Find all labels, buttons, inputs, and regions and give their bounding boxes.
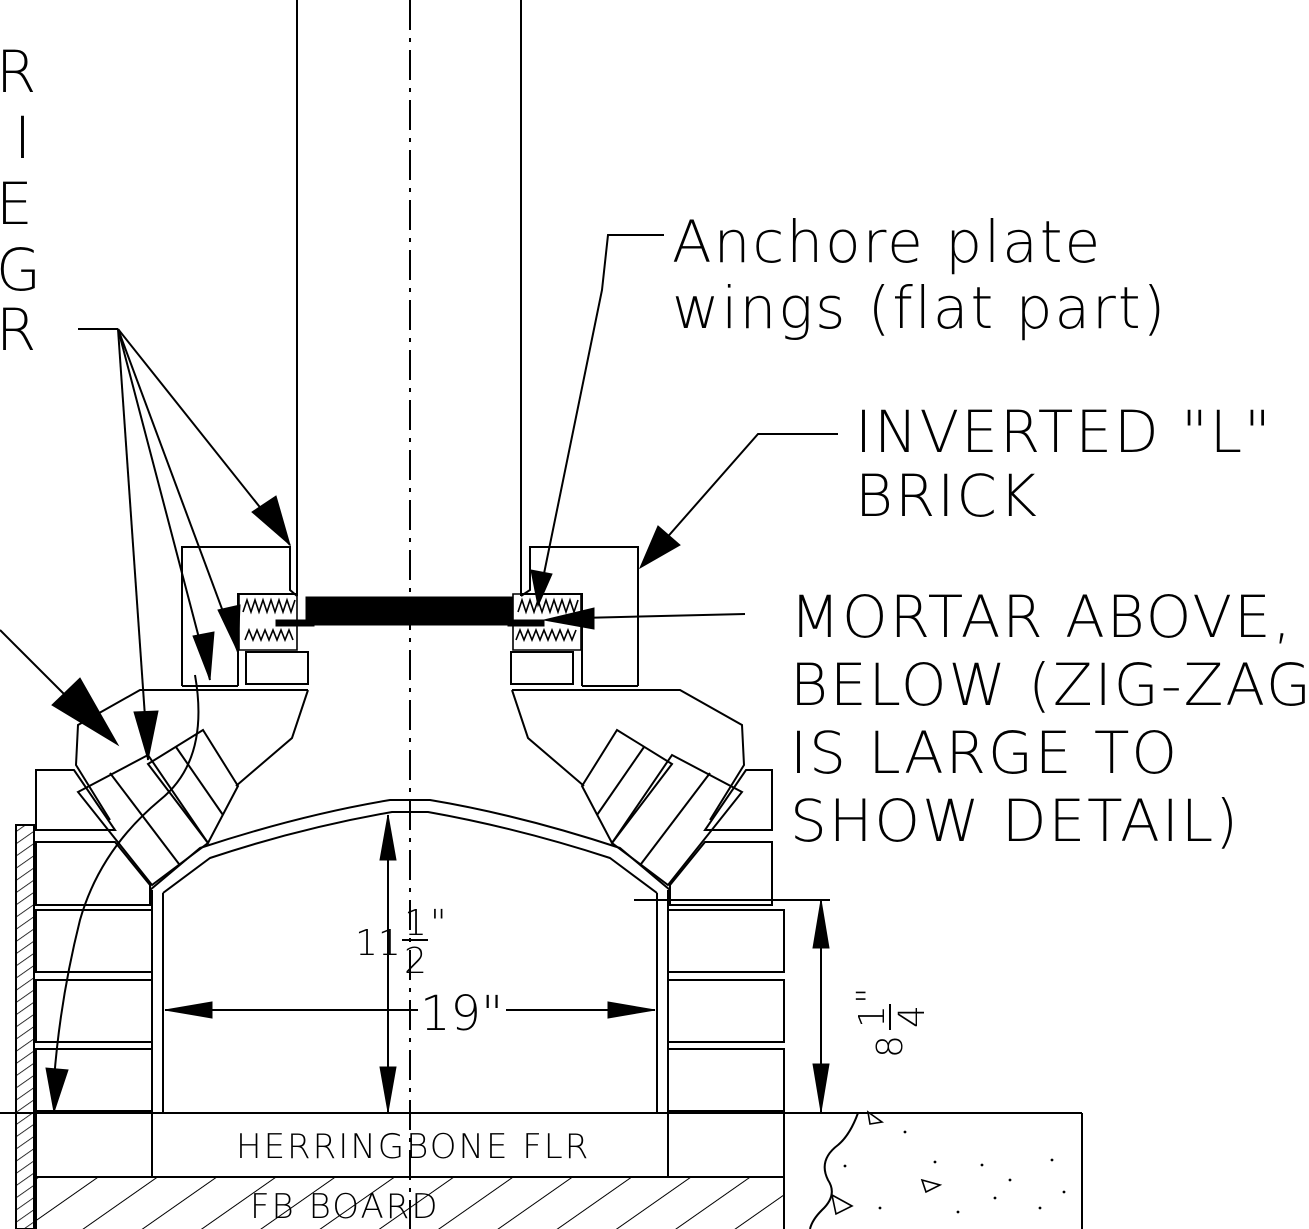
inverted-l-leader xyxy=(640,434,838,568)
left-letter: G xyxy=(0,236,43,304)
right-voussoir-bricks xyxy=(582,730,772,905)
floor-section xyxy=(0,1113,1082,1229)
anchor-plate-leader xyxy=(531,235,664,606)
left-vertical-label: R I E G R xyxy=(0,38,43,364)
height-denominator: 2 xyxy=(404,941,427,982)
herringbone-label: HERRINGBONE FLR xyxy=(236,1127,590,1167)
left-letter: R xyxy=(0,38,38,106)
mortar-label-line2: BELOW (ZIG-ZAG xyxy=(790,651,1309,719)
right-side-wall xyxy=(657,890,784,1113)
width-dimension: 19" xyxy=(165,986,655,1042)
fb-board-label: FB BOARD xyxy=(250,1187,440,1227)
callout-labels: Anchore plate wings (flat part) INVERTED… xyxy=(236,208,1309,1227)
mortar-leader xyxy=(544,608,745,629)
mortar-label-line4: SHOW DETAIL) xyxy=(790,787,1240,855)
anchor-plate-label-line1: Anchore plate xyxy=(672,208,1102,276)
fb-board-hatch xyxy=(37,1178,783,1229)
mortar-label-line1: MORTAR ABOVE, xyxy=(790,583,1293,651)
inner-arch xyxy=(150,800,670,893)
left-dome-cap xyxy=(76,690,308,820)
left-outer-insulation xyxy=(16,825,34,1229)
inverted-l-label-line2: BRICK xyxy=(855,462,1039,530)
right-dome-cap xyxy=(512,690,744,820)
side-unit: " xyxy=(850,987,891,1004)
height-numerator: 1 xyxy=(404,903,427,944)
left-inverted-l-brick xyxy=(182,547,308,686)
side-height-dimension: 8 1 4 " xyxy=(634,900,933,1112)
width-value: 19" xyxy=(420,986,503,1042)
height-unit: " xyxy=(430,903,447,944)
height-whole: 11 xyxy=(355,923,401,964)
side-whole: 8 xyxy=(870,1035,911,1058)
side-denominator: 4 xyxy=(892,1005,933,1028)
height-dimension: 11 1 2 " xyxy=(355,815,447,1112)
left-letter: E xyxy=(0,170,35,238)
chimney-walls xyxy=(297,0,521,596)
inverted-l-label-line1: INVERTED "L" xyxy=(855,398,1273,466)
anchor-plate xyxy=(276,597,544,626)
left-letter: I xyxy=(14,104,33,172)
concrete-slab xyxy=(810,1112,1082,1229)
mortar-label-line3: IS LARGE TO xyxy=(790,719,1179,787)
left-voussoir-bricks xyxy=(36,730,238,905)
side-numerator: 1 xyxy=(852,1005,893,1028)
anchor-plate-label-line2: wings (flat part) xyxy=(672,274,1167,342)
left-letter: R xyxy=(0,296,38,364)
left-side-wall xyxy=(36,890,163,1113)
left-label-leaders xyxy=(0,329,290,1112)
